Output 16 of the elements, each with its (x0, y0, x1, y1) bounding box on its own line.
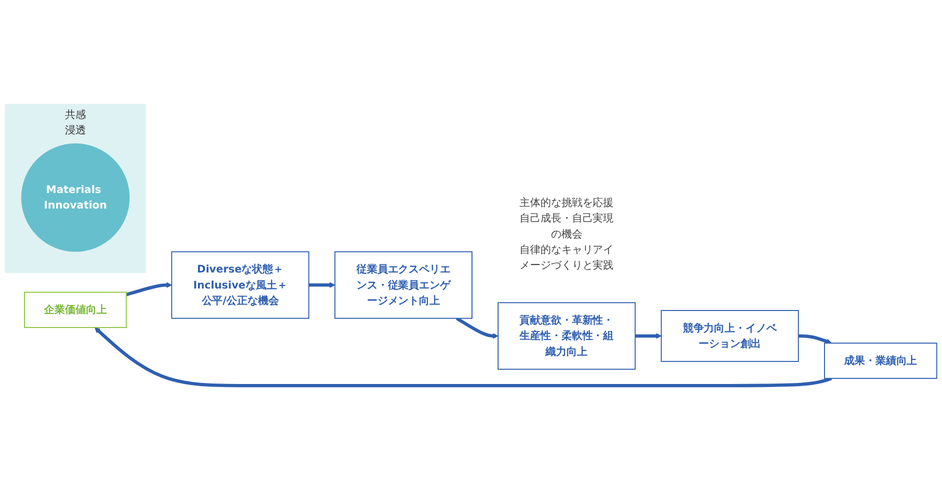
arrow (94, 327, 832, 388)
node-box: 従業員エクスペリエンス・従業員エンゲージメント向上 (334, 251, 472, 319)
node-circle: Materials Innovation (21, 143, 130, 252)
node-label: 自律的なキャリアイメージづくりと実践 (520, 243, 614, 272)
arrow (126, 282, 172, 296)
node-box: 貢献意欲・革新性・生産性・柔軟性・組織力向上 (498, 302, 636, 370)
node-box: Diverseな状態＋Inclusiveな風土＋公平/公正な機会 (171, 251, 310, 319)
arrow (635, 333, 662, 339)
node-box: 企業価値向上 (24, 292, 127, 328)
node-box: 競争力向上・イノベーション創出 (660, 310, 799, 362)
node-box: 成果・業績向上 (824, 342, 938, 379)
arrow (798, 334, 832, 344)
node-label: 自己成長・自己実現の機会 (520, 212, 614, 240)
arrow (308, 282, 336, 288)
node-label: 主体的な挑戦を応援 (520, 196, 614, 209)
arrow (456, 317, 498, 339)
